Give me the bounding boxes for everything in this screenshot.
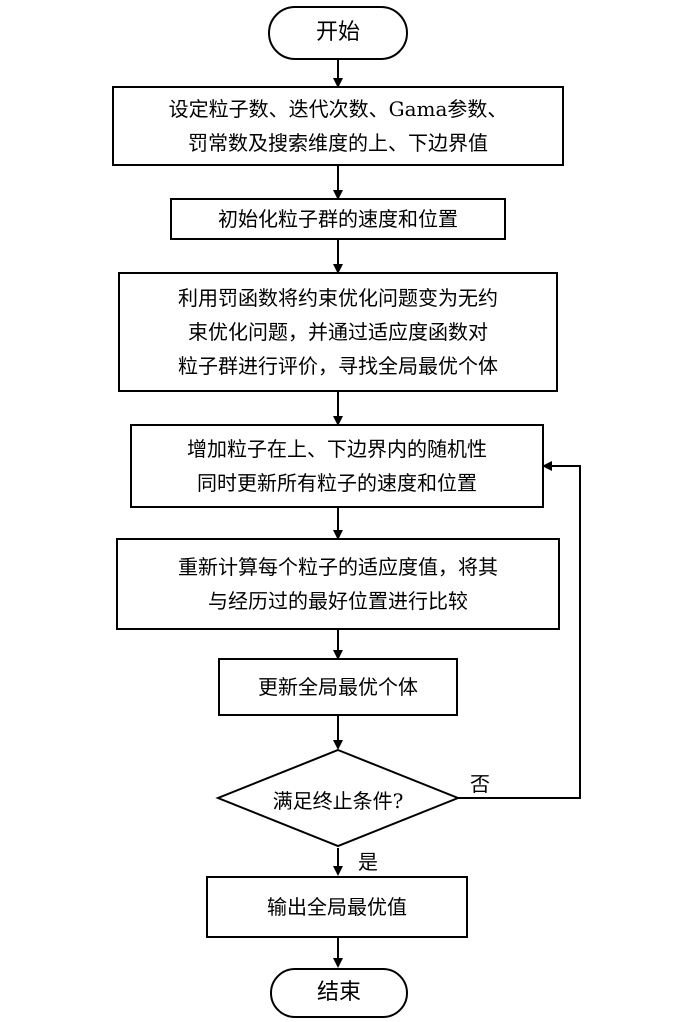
end-terminal: 结束 — [270, 968, 408, 1018]
step5-line1: 重新计算每个粒子的适应度值，将其 — [178, 555, 498, 579]
decision-diamond — [215, 748, 461, 848]
step6-text: 更新全局最优个体 — [258, 675, 418, 699]
end-label: 结束 — [316, 980, 361, 1005]
yes-label: 是 — [358, 850, 378, 874]
no-label: 否 — [470, 772, 490, 796]
step-init-swarm: 初始化粒子群的速度和位置 — [170, 198, 506, 240]
step3-line2: 束优化问题，并通过适应度函数对 — [188, 320, 488, 344]
step3-line1: 利用罚函数将约束优化问题变为无约 — [178, 286, 498, 310]
start-terminal: 开始 — [268, 6, 408, 60]
step-evaluate: 利用罚函数将约束优化问题变为无约 束优化问题，并通过适应度函数对 粒子群进行评价… — [118, 272, 558, 392]
step5-line2: 与经历过的最好位置进行比较 — [208, 589, 468, 613]
step1-line1: 设定粒子数、迭代次数、Gama参数、 — [168, 97, 508, 121]
step2-text: 初始化粒子群的速度和位置 — [218, 207, 458, 231]
step-output-result: 输出全局最优值 — [206, 876, 468, 938]
decision-label: 满足终止条件? — [272, 789, 404, 813]
step3-line3: 粒子群进行评价，寻找全局最优个体 — [178, 354, 498, 378]
step4-line2: 同时更新所有粒子的速度和位置 — [197, 471, 477, 495]
start-label: 开始 — [315, 20, 360, 45]
step-update-global-best: 更新全局最优个体 — [218, 658, 458, 716]
loop-back-line — [458, 461, 581, 799]
step-recompute-fitness: 重新计算每个粒子的适应度值，将其 与经历过的最好位置进行比较 — [116, 538, 560, 630]
output-text: 输出全局最优值 — [267, 895, 407, 919]
step4-line1: 增加粒子在上、下边界内的随机性 — [187, 437, 487, 461]
step-set-parameters: 设定粒子数、迭代次数、Gama参数、 罚常数及搜索维度的上、下边界值 — [112, 86, 564, 166]
step1-line2: 罚常数及搜索维度的上、下边界值 — [187, 131, 488, 155]
step-update-velocity: 增加粒子在上、下边界内的随机性 同时更新所有粒子的速度和位置 — [130, 424, 544, 508]
